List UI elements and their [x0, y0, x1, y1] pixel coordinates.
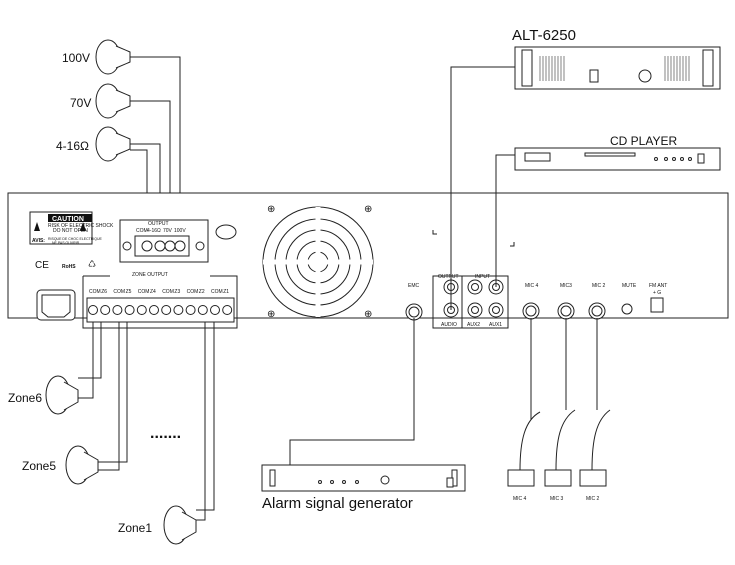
zone-terminal-label: COM — [187, 289, 199, 295]
mic4-label: MIC 4 — [513, 496, 527, 502]
warning-icon — [34, 222, 86, 231]
caution-text: RISK OF ELECTRIC SHOCK — [48, 223, 114, 229]
speaker-icon — [95, 126, 131, 162]
mic2-jack-label: MIC 2 — [592, 283, 606, 289]
zone-output-label: ZONE OUTPUT — [132, 272, 168, 278]
mic3-jack-label: MIC3 — [560, 283, 572, 289]
weee-icon: ♺ — [88, 259, 96, 269]
zone-terminal-label: Z2 — [199, 289, 205, 295]
avis-text: RISQUE DE CHOC ELECTRIQUE — [48, 237, 103, 241]
amplifier-device — [514, 46, 721, 90]
terminal-label: 100V — [174, 228, 186, 234]
alarm-label: Alarm signal generator — [262, 495, 413, 512]
cd-player-device — [514, 147, 721, 171]
gooseneck-microphone — [507, 411, 541, 487]
zone-terminal-label: Z3 — [174, 289, 180, 295]
gooseneck-microphone — [544, 409, 576, 487]
zone-terminal-screw — [136, 305, 147, 315]
zone-terminal-screw — [222, 305, 233, 315]
fan-grille — [262, 206, 374, 318]
zone-terminal-label: Z5 — [126, 289, 132, 295]
zone-terminal-label: COM — [162, 289, 174, 295]
zone-terminal-screw — [185, 305, 196, 315]
mic4-jack-label: MIC 4 — [525, 283, 539, 289]
mute-knob — [621, 303, 633, 315]
speaker-icon — [95, 39, 131, 75]
speaker-icon — [65, 445, 99, 485]
zone-terminal-label: Z6 — [101, 289, 107, 295]
zone-terminal-screw — [100, 305, 111, 315]
svg-text:⊕: ⊕ — [267, 204, 275, 215]
zone-terminal-label: COM — [89, 289, 101, 295]
mixer-amplifier-rear-panel: CAUTION RISK OF ELECTRIC SHOCK DO NOT OP… — [7, 192, 729, 329]
fm-ant-label: FM ANT — [649, 283, 667, 289]
rca-input-label: INPUT — [475, 274, 490, 280]
emc-label: EMC — [408, 283, 420, 289]
fm-ant-connector — [650, 297, 664, 313]
zone-terminal-screw — [149, 305, 159, 315]
speaker-100v-label: 100V — [62, 51, 90, 65]
zone-terminal-screw — [173, 305, 184, 315]
zone-terminal-screw — [112, 305, 123, 315]
zone-terminal-screw — [88, 305, 98, 315]
zone-terminal-label: COM — [138, 289, 150, 295]
terminal-label: COM — [136, 228, 148, 234]
zone-terminal-label: COM — [211, 289, 223, 295]
terminal-label: 70V — [163, 228, 173, 234]
speaker-icon — [95, 83, 131, 119]
mic2-label: MIC 2 — [586, 496, 600, 502]
amp-label: ALT-6250 — [512, 27, 576, 44]
svg-text:⊕: ⊕ — [364, 309, 372, 320]
rca-output-label: OUTPUT — [438, 274, 459, 280]
speaker-70v-label: 70V — [70, 96, 91, 110]
zone5-label: Zone5 — [22, 459, 56, 473]
speaker-icon — [163, 505, 197, 545]
svg-text:⊕: ⊕ — [267, 309, 275, 320]
cd-label: CD PLAYER — [610, 134, 677, 148]
zone-terminal-screw — [161, 305, 172, 315]
speaker-4-16-label: 4-16Ω — [56, 139, 89, 153]
caution-label: CAUTION — [52, 216, 84, 223]
screw-icon: ⊕ ⊕ ⊕ ⊕ — [267, 204, 372, 320]
gooseneck-microphone — [579, 409, 611, 487]
zone-terminal-label: Z1 — [223, 289, 229, 295]
ce-mark: CE — [35, 260, 49, 271]
svg-text:⊕: ⊕ — [364, 204, 372, 215]
terminal-label: 4-16Ω — [147, 228, 161, 234]
zone-terminal-screw — [197, 305, 208, 315]
zone6-label: Zone6 — [8, 391, 42, 405]
zone1-label: Zone1 — [118, 521, 152, 535]
rohs-mark: RoHS — [62, 264, 76, 270]
avis-label: AVIS: — [32, 238, 45, 244]
mic3-label: MIC 3 — [550, 496, 564, 502]
aux1-jack-label: AUX1 — [489, 322, 502, 328]
aux2-jack-label: AUX2 — [467, 322, 480, 328]
avis-text: NE PAS OUVRIR — [52, 241, 80, 245]
mute-label: MUTE — [622, 283, 637, 289]
zone-terminal-label: Z4 — [150, 289, 156, 295]
output-label: OUTPUT — [148, 221, 169, 227]
caution-text: DO NOT OPEN — [53, 228, 88, 234]
zone-terminal-label: COM — [113, 289, 125, 295]
fm-pin-label: + G — [653, 290, 661, 296]
audio-jack-label: AUDIO — [441, 322, 457, 328]
zone-terminal-screw — [210, 305, 220, 315]
more-zones-dots: ....... — [150, 425, 181, 442]
zone-terminal-screw — [124, 305, 135, 315]
speaker-icon — [45, 375, 79, 415]
alarm-signal-generator-device — [261, 464, 466, 492]
